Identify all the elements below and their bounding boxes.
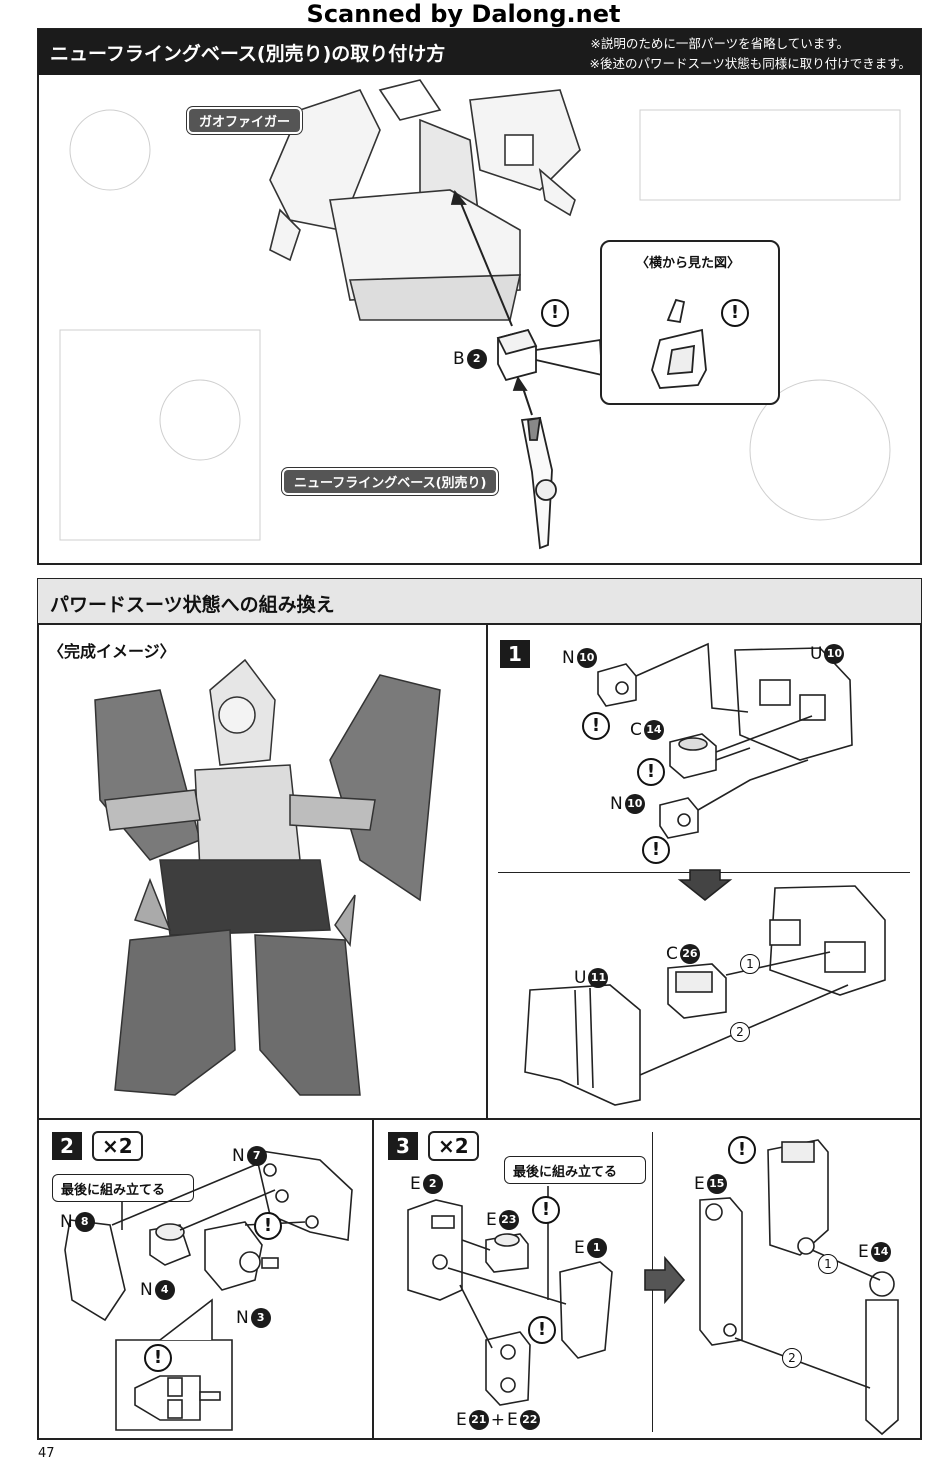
watermark: Scanned by Dalong.net [306, 0, 621, 28]
step-1-badge: 1 [500, 640, 530, 668]
warning-icon: ! [144, 1344, 172, 1372]
step-3-last-assemble-text: 最後に組み立てる [513, 1165, 618, 1180]
warning-icon: ! [528, 1316, 556, 1344]
part-b2-label: B 2 [453, 349, 487, 369]
warning-icon: ! [532, 1196, 560, 1224]
part-b2-number: 2 [466, 349, 487, 369]
robot-label-gaofighter: ガオファイガー [189, 109, 301, 132]
section-powered-suit-title: パワードスーツ状態への組み換え [50, 594, 335, 616]
page-number: 47 [38, 1446, 55, 1461]
step-2-badge: 2 [52, 1132, 82, 1160]
note-parts-omitted: ※説明のために一部パーツを省略しています。 [590, 36, 849, 51]
warning-icon: ! [721, 299, 749, 327]
step-2-last-assemble-text: 最後に組み立てる [61, 1183, 166, 1198]
divider-vertical [372, 1118, 374, 1440]
step-3-last-assemble-box: 最後に組み立てる [504, 1156, 646, 1184]
step-2-multiplier: ×2 [92, 1131, 143, 1161]
step-3-badge: 3 [388, 1132, 418, 1160]
part-b2-letter: B [453, 349, 465, 369]
step-3-multiplier: ×2 [428, 1131, 479, 1161]
new-flying-base-label: ニューフライングベース(別売り) [284, 470, 497, 493]
step-2-last-assemble-box: 最後に組み立てる [52, 1174, 194, 1202]
warning-icon: ! [642, 836, 670, 864]
assembly-arrow-2: 2 [730, 1022, 750, 1042]
warning-icon: ! [637, 758, 665, 786]
section-mounting-header: ニューフライングベース(別売り)の取り付け方 ※説明のために一部パーツを省略して… [38, 29, 921, 75]
side-view-label: 〈横から見た図〉 [636, 256, 741, 271]
note-powered-suit-compat: ※後述のパワードスーツ状態も同様に取り付けできます。 [589, 56, 911, 71]
assembly-arrow-2: 2 [782, 1348, 802, 1368]
warning-icon: ! [541, 299, 569, 327]
warning-icon: ! [582, 712, 610, 740]
divider-vertical [486, 625, 488, 1120]
assembly-arrow-1: 1 [818, 1254, 838, 1274]
warning-icon: ! [728, 1136, 756, 1164]
warning-icon: ! [254, 1212, 282, 1240]
section-mounting-title: ニューフライングベース(別売り)の取り付け方 [50, 43, 446, 65]
section-powered-suit-header: パワードスーツ状態への組み換え [38, 579, 921, 625]
finished-image-label: 〈完成イメージ〉 [48, 642, 176, 661]
assembly-arrow-1: 1 [740, 954, 760, 974]
